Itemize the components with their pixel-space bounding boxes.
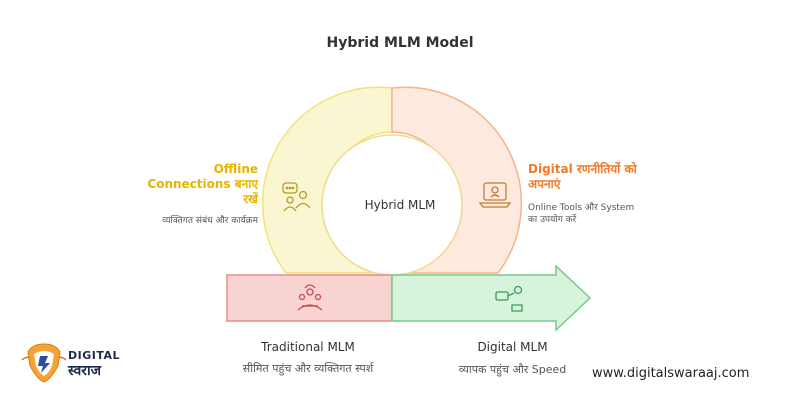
logo-text-top: DIGITAL [68, 349, 121, 362]
website-url: www.digitalswaraaj.com [592, 366, 750, 381]
logo-text-bottom: स्वराज [68, 363, 101, 379]
laptop-online-icon [478, 182, 512, 208]
digital-mlm-label: Digital MLM [477, 340, 548, 354]
digital-swaraj-logo-icon [21, 343, 67, 383]
people-chat-icon [282, 182, 311, 212]
group-people-icon [297, 284, 323, 311]
digital-mlm-arrow [391, 264, 592, 332]
center-label: Hybrid MLM [364, 198, 436, 212]
traditional-mlm-box [226, 274, 393, 322]
offline-heading: Offline Connections बनाए रखें [147, 162, 258, 206]
offline-description: व्यक्तिगत संबंध और कार्यक्रम [162, 216, 258, 226]
traditional-mlm-description: सीमित पहुंच और व्यक्तिगत स्पर्श [242, 362, 374, 375]
digital-mlm-description: व्यापक पहुंच और Speed [458, 363, 567, 376]
diagram-title: Hybrid MLM Model [326, 35, 474, 51]
digital-strategy-heading: Digital रणनीतियों को अपनाएं [528, 162, 637, 191]
digital-strategy-description: Online Tools और System का उपयोग करें [528, 203, 635, 225]
traditional-mlm-label: Traditional MLM [261, 340, 355, 354]
devices-icon [495, 285, 523, 312]
